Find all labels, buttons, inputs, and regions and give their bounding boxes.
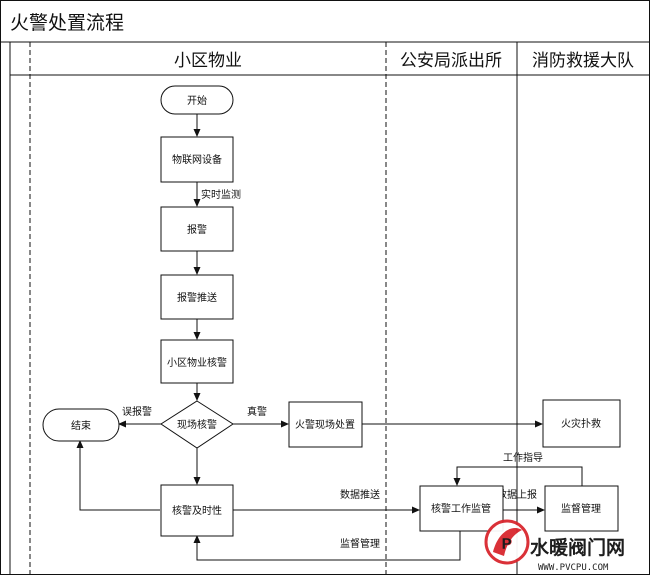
node-alarm: [160, 206, 234, 252]
lane-header-police: 公安局派出所: [400, 51, 502, 71]
node-monitor-mgmt: [544, 485, 619, 532]
edge-label-realtime: 实时监测: [201, 188, 241, 201]
node-timeliness-label: 核警及时性: [172, 504, 222, 517]
node-start: [160, 85, 234, 115]
node-timeliness: [160, 484, 234, 537]
watermark: P 水暖阀门网 WWW.PVCPU.COM: [484, 519, 625, 573]
node-supervise: [419, 485, 504, 532]
node-fire-rescue-label: 火灾扑救: [561, 417, 601, 430]
node-supervise-label: 核警工作监管: [431, 502, 491, 515]
node-fire-scene-handle: [288, 401, 363, 448]
node-iot-device-label: 物联网设备: [172, 153, 222, 166]
node-property-verify-label: 小区物业核警: [167, 356, 227, 369]
edge-label-data-report: 数据上报: [497, 488, 537, 501]
node-onsite-verify-decision: [160, 400, 234, 449]
node-end-label: 结束: [71, 419, 91, 432]
node-alarm-push: [160, 274, 234, 320]
edge-label-work-guide: 工作指导: [503, 451, 543, 464]
watermark-logo-swoosh-icon: [493, 528, 522, 556]
watermark-logo-letter-icon: P: [501, 535, 512, 553]
edge-label-supervise-mgmt: 监督管理: [340, 537, 380, 550]
node-monitor-mgmt-label: 监督管理: [561, 502, 601, 515]
watermark-url: WWW.PVCPU.COM: [538, 563, 609, 573]
diagram-title: 火警处置流程: [10, 12, 124, 34]
edge-label-false-alarm: 误报警: [122, 405, 152, 418]
node-property-verify: [160, 339, 234, 384]
node-alarm-label: 报警: [187, 223, 207, 236]
watermark-brand: 水暖阀门网: [530, 536, 625, 559]
node-start-label: 开始: [187, 94, 207, 107]
edge-label-data-push: 数据推送: [340, 488, 380, 501]
edge-label-true-alarm: 真警: [247, 405, 267, 418]
node-end: [42, 408, 120, 442]
node-iot-device: [160, 136, 234, 183]
lane-header-property: 小区物业: [174, 51, 242, 71]
edge-timely-to-end: [76, 440, 160, 511]
node-fire-rescue: [542, 399, 621, 448]
edge-monitor-to-supervise: [453, 466, 583, 486]
node-alarm-push-label: 报警推送: [177, 291, 217, 304]
lane-header-fire: 消防救援大队: [532, 51, 634, 71]
edge-supervise-to-timely: [193, 531, 461, 561]
node-onsite-verify-label: 现场核警: [177, 418, 217, 431]
node-fire-scene-handle-label: 火警现场处置: [295, 418, 355, 431]
